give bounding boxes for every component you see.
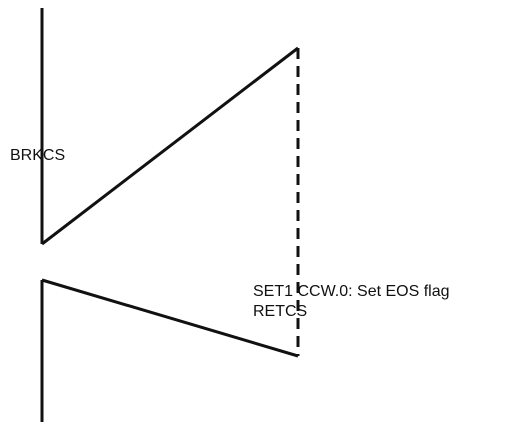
descending-diagonal-line (41, 278, 299, 358)
brkcs-label: BRKCS (10, 147, 66, 164)
rising-diagonal-line (41, 46, 299, 246)
retcs-label: RETCS (253, 303, 308, 320)
set-eos-flag-label: SET1 CCW.0: Set EOS flag (253, 283, 450, 300)
